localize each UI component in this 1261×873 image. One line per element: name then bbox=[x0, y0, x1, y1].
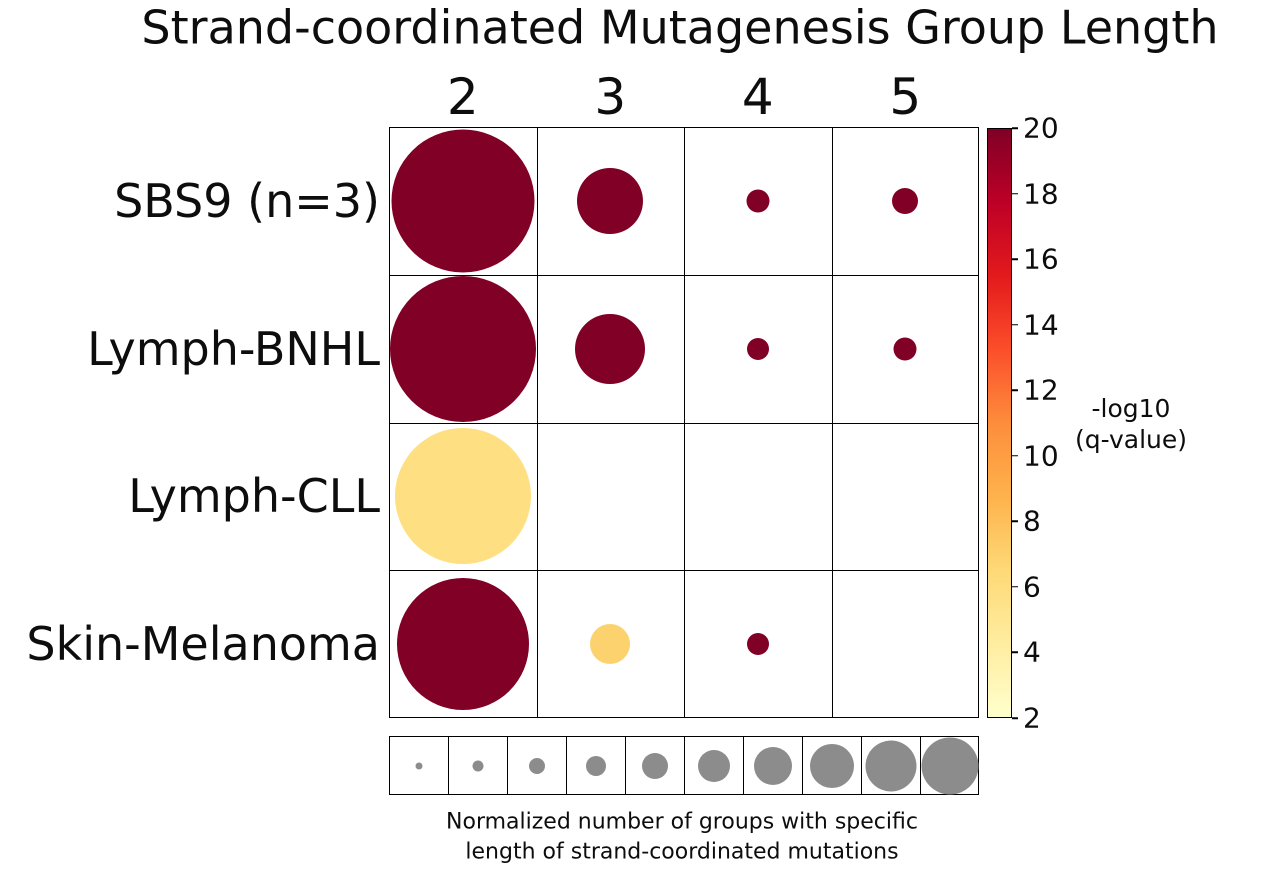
size-legend-caption-line1: Normalized number of groups with specifi… bbox=[446, 809, 918, 835]
bubble-r2-c2 bbox=[389, 275, 536, 422]
size-legend-circle-2 bbox=[472, 760, 483, 771]
column-header-4: 4 bbox=[741, 68, 774, 126]
row-label-2: Lymph-BNHL bbox=[87, 321, 380, 376]
bubble-r1-c2 bbox=[391, 129, 535, 273]
colorbar-tick-label-20: 20 bbox=[1023, 111, 1059, 145]
colorbar-tick-label-10: 10 bbox=[1023, 439, 1059, 473]
colorbar bbox=[987, 128, 1012, 718]
size-legend-circle-7 bbox=[753, 746, 792, 785]
size-legend-vline bbox=[507, 736, 508, 795]
colorbar-tick bbox=[1012, 258, 1018, 260]
row-label-1: SBS9 (n=3) bbox=[114, 173, 380, 228]
grid-hline bbox=[389, 570, 979, 572]
bubble-r1-c4 bbox=[746, 189, 770, 213]
colorbar-tick bbox=[1012, 389, 1018, 391]
size-legend-circle-1 bbox=[415, 762, 422, 769]
size-legend-vline bbox=[684, 736, 685, 795]
grid-hline bbox=[389, 422, 979, 424]
size-legend-circle-6 bbox=[697, 749, 730, 782]
bubble-r2-c3 bbox=[575, 313, 646, 384]
colorbar-tick-label-16: 16 bbox=[1023, 242, 1059, 276]
row-label-3: Lymph-CLL bbox=[128, 469, 380, 524]
size-legend-vline bbox=[920, 736, 921, 795]
colorbar-tick bbox=[1012, 651, 1018, 654]
bubble-r4-c4 bbox=[746, 633, 769, 656]
column-header-2: 2 bbox=[446, 68, 479, 126]
colorbar-tick bbox=[1012, 520, 1018, 523]
size-legend-vline bbox=[448, 736, 449, 795]
column-header-5: 5 bbox=[889, 68, 922, 126]
colorbar-tick-label-14: 14 bbox=[1023, 308, 1059, 342]
colorbar-tick-label-18: 18 bbox=[1023, 177, 1059, 211]
size-legend-circle-9 bbox=[865, 740, 916, 791]
bubble-r2-c4 bbox=[746, 337, 769, 360]
colorbar-tick-label-8: 8 bbox=[1023, 504, 1041, 538]
bubble-r1-c5 bbox=[892, 187, 919, 214]
colorbar-tick bbox=[1012, 455, 1018, 457]
grid-hline bbox=[389, 274, 979, 276]
size-legend-vline bbox=[566, 736, 567, 795]
colorbar-title-line2: (q-value) bbox=[1074, 425, 1188, 454]
size-legend-circle-5 bbox=[641, 752, 668, 779]
size-legend-vline bbox=[625, 736, 626, 795]
colorbar-tick bbox=[1012, 127, 1018, 129]
size-legend-circle-10 bbox=[921, 737, 978, 794]
colorbar-tick-label-2: 2 bbox=[1023, 701, 1041, 735]
bubble-r3-c2 bbox=[394, 428, 531, 565]
colorbar-tick bbox=[1012, 586, 1018, 588]
row-label-4: Skin-Melanoma bbox=[26, 617, 380, 672]
size-legend-vline bbox=[743, 736, 744, 795]
size-legend-vline bbox=[861, 736, 862, 795]
size-legend-caption-line2: length of strand-coordinated mutations bbox=[465, 839, 899, 865]
colorbar-title: -log10 (q-value) bbox=[1075, 393, 1187, 456]
colorbar-title-line1: -log10 bbox=[1091, 393, 1171, 423]
colorbar-tick bbox=[1012, 192, 1018, 195]
colorbar-tick-label-12: 12 bbox=[1023, 373, 1059, 407]
bubble-r4-c2 bbox=[396, 578, 529, 711]
colorbar-tick bbox=[1012, 717, 1018, 719]
bubble-r2-c5 bbox=[893, 337, 917, 361]
bubble-r4-c3 bbox=[590, 624, 631, 665]
colorbar-tick-label-6: 6 bbox=[1023, 570, 1041, 604]
figure-title: Strand-coordinated Mutagenesis Group Len… bbox=[141, 0, 1219, 55]
size-legend-circle-8 bbox=[809, 743, 854, 788]
column-header-3: 3 bbox=[594, 68, 627, 126]
size-legend-circle-4 bbox=[585, 755, 606, 776]
size-legend-circle-3 bbox=[528, 757, 545, 774]
colorbar-tick-label-4: 4 bbox=[1023, 635, 1041, 669]
size-legend-vline bbox=[802, 736, 803, 795]
colorbar-tick bbox=[1012, 323, 1018, 326]
bubble-r1-c3 bbox=[577, 167, 644, 234]
